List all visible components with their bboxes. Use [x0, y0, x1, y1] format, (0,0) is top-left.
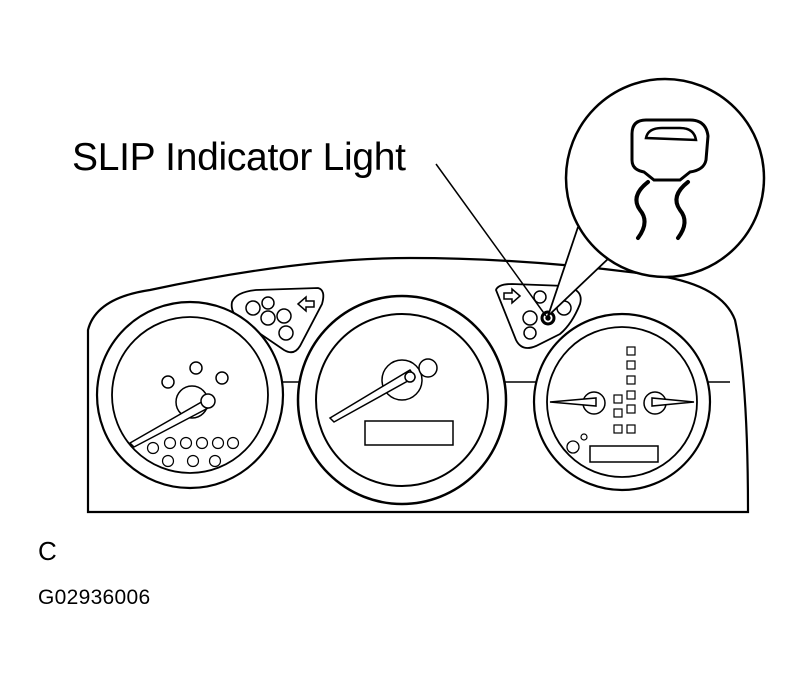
- right-turn-arrow-icon: [503, 287, 522, 305]
- left-warning-panel: [230, 287, 325, 354]
- callout-magnifier: [564, 77, 766, 279]
- slip-indicator-icon: [630, 118, 710, 240]
- left-gauge: [95, 300, 285, 490]
- left-turn-arrow-icon: [296, 295, 315, 313]
- slip-indicator-callout-label: SLIP Indicator Light: [72, 136, 406, 179]
- view-letter: C: [38, 536, 57, 566]
- center-speedometer: [296, 294, 508, 506]
- right-gauge: [532, 312, 712, 492]
- figure-id: G02936006: [38, 586, 151, 609]
